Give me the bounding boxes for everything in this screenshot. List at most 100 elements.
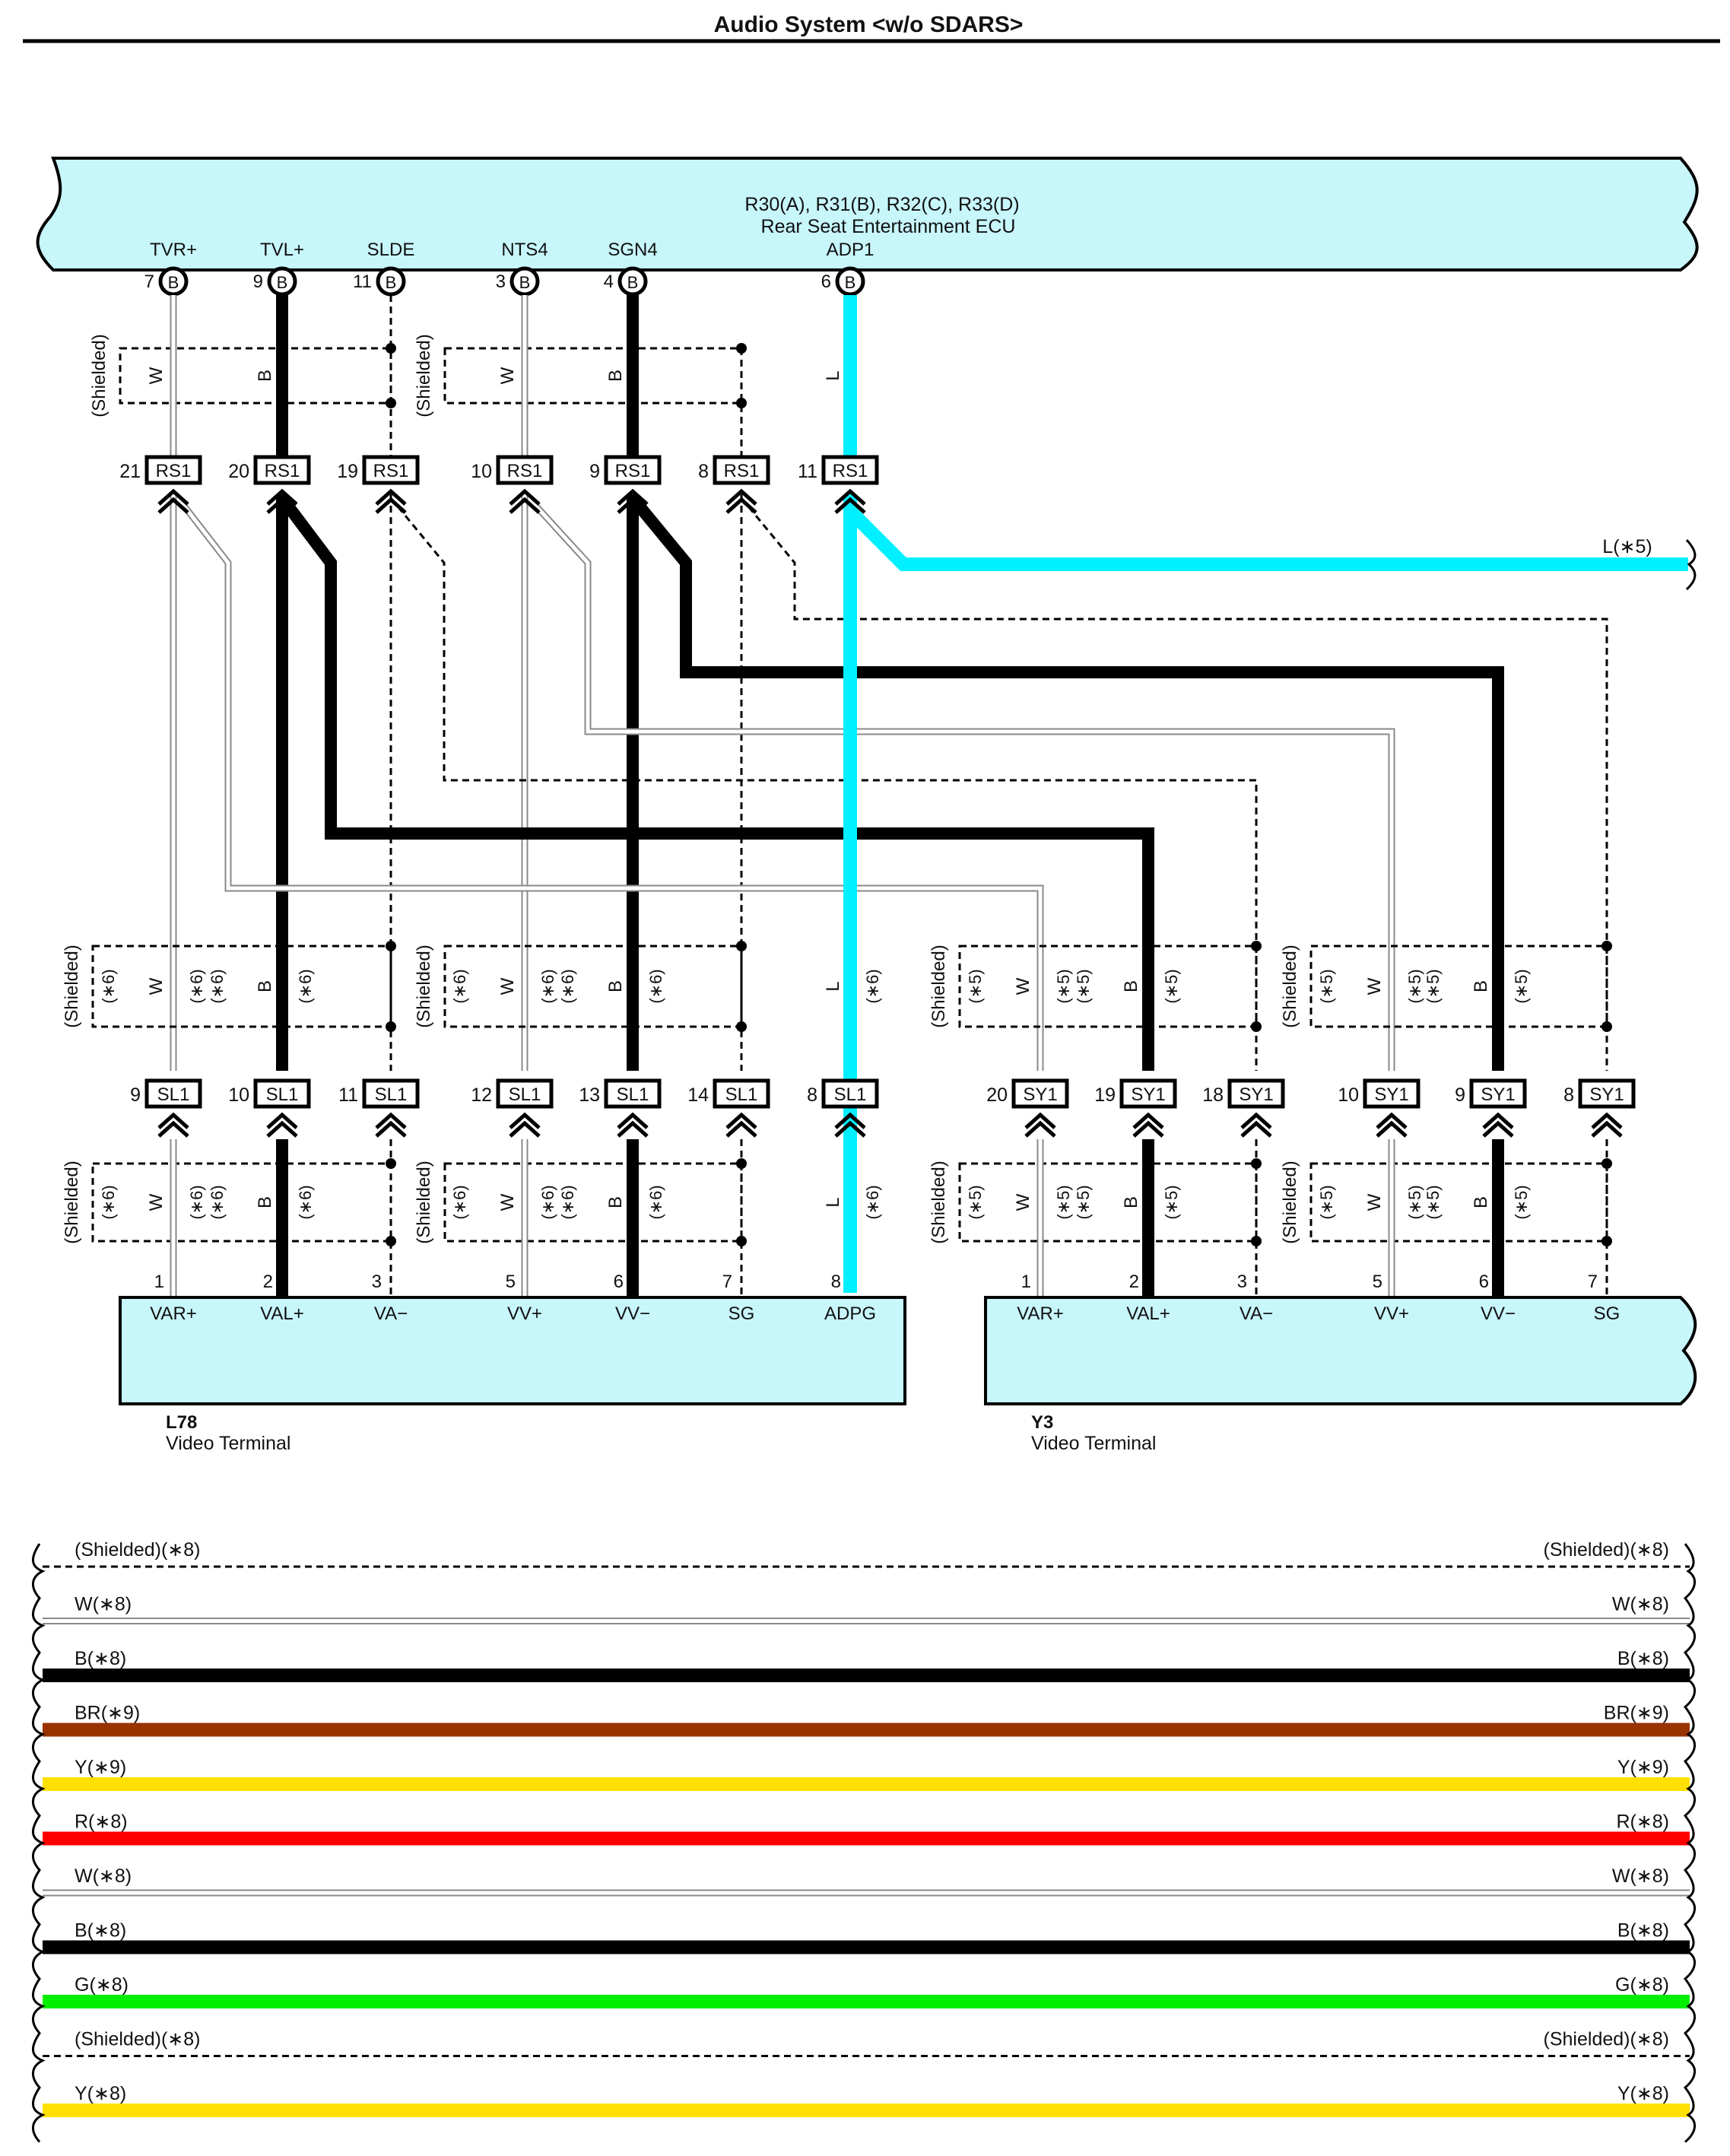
wire-letter: W <box>146 977 167 995</box>
sl1-connector <box>821 1078 879 1109</box>
shield-box-y3-a <box>958 1162 1258 1243</box>
connector-number: 21 <box>119 461 141 482</box>
ecu-name: R30(A), R31(B), R32(C), R33(D) <box>744 194 1019 215</box>
connector-number: 10 <box>1338 1084 1359 1106</box>
connector-number: 9 <box>130 1084 141 1106</box>
legend-label-right: G(∗8) <box>1615 1974 1669 1996</box>
terminal-pin-label: VA− <box>1240 1303 1273 1324</box>
legend-break-right <box>1683 1543 1696 2143</box>
wire-letter: W <box>497 367 518 384</box>
wire-letter: B <box>1121 980 1141 992</box>
legend-label-left: R(∗8) <box>75 1811 128 1833</box>
circuit-tag: (∗6) <box>296 969 315 1003</box>
shield-junction <box>1251 941 1262 951</box>
circuit-tag: (∗6) <box>646 969 665 1003</box>
connector-number: 9 <box>1455 1084 1465 1106</box>
sy1-connector <box>1227 1078 1285 1109</box>
legend-label-right: BR(∗9) <box>1604 1703 1669 1724</box>
rs1-connector <box>604 455 662 485</box>
circuit-tag: (∗6) <box>863 969 882 1003</box>
l78-name: Video Terminal <box>166 1433 290 1454</box>
shield-box-top-2 <box>443 347 743 405</box>
legend-label-right: Y(∗9) <box>1617 1757 1669 1778</box>
legend-break-left <box>32 1543 46 2143</box>
circuit-tag: (∗6) <box>558 1185 577 1219</box>
legend-label-right: (Shielded)(∗8) <box>1544 2029 1669 2050</box>
connector-label: RS1 <box>265 461 300 481</box>
wire-letter: B <box>605 980 626 992</box>
sl1-connector <box>253 1078 311 1109</box>
connector-label: SY1 <box>1131 1084 1165 1105</box>
shield-junction <box>386 941 396 951</box>
connector-chevron <box>509 497 541 514</box>
ecu-pin-label: ADP1 <box>827 240 875 260</box>
connector-chevron <box>375 1112 407 1129</box>
terminal-pin-label: VV+ <box>507 1303 542 1324</box>
circuit-tag: (∗5) <box>1162 969 1181 1003</box>
ecu-pin-connector-code: B <box>386 273 397 292</box>
legend-label-left: Y(∗9) <box>75 1757 126 1778</box>
legend-label-right: B(∗8) <box>1617 1920 1669 1942</box>
sy1-connector <box>1578 1078 1636 1109</box>
connector-label: SL1 <box>375 1084 408 1105</box>
connector-chevron <box>157 1120 189 1138</box>
wire-letter: W <box>497 977 518 995</box>
wire-letter: B <box>255 1196 275 1208</box>
rs1-connector <box>362 455 420 485</box>
connector-number: 10 <box>228 1084 249 1106</box>
ecu-pin-circle <box>509 266 540 297</box>
connector-chevron <box>834 1120 866 1138</box>
wire-letter: B <box>605 370 626 382</box>
connector-chevron <box>1132 1120 1164 1138</box>
shield-junction <box>1251 1236 1262 1246</box>
shield-box-l78-b <box>443 1162 743 1243</box>
shield-box-y3-b <box>1309 1162 1608 1243</box>
terminal-pin-label: ADPG <box>824 1303 876 1324</box>
connector-number: 8 <box>1563 1084 1574 1106</box>
connector-number: 8 <box>698 461 709 482</box>
legend-label-right: (Shielded)(∗8) <box>1544 1539 1669 1561</box>
l5-branch-label: L(∗5) <box>1602 536 1652 557</box>
wire-letter: L <box>823 981 843 991</box>
connector-label: SL1 <box>157 1084 190 1105</box>
terminal-pin-number: 5 <box>1373 1272 1382 1292</box>
circuit-tag: (∗6) <box>863 1185 882 1219</box>
shield-label: (Shielded) <box>1280 945 1300 1027</box>
circuit-tag: (∗6) <box>208 969 227 1003</box>
connector-chevron <box>375 497 407 514</box>
rs1-connector <box>144 455 202 485</box>
shield-junction <box>386 343 396 354</box>
shield-box-y3-a <box>958 945 1258 1028</box>
circuit-tag: (∗5) <box>1317 1185 1336 1219</box>
ecu-pin-connector-code: B <box>627 273 639 292</box>
circuit-tag: (∗5) <box>1162 1185 1181 1219</box>
legend-label-left: BR(∗9) <box>75 1703 140 1724</box>
circuit-tag: (∗6) <box>99 969 118 1003</box>
ecu-pin-connector-code: B <box>519 273 531 292</box>
connector-chevron <box>1024 1112 1056 1129</box>
y3-id: Y3 <box>1031 1412 1053 1433</box>
sl1-connector <box>713 1078 770 1109</box>
connector-chevron <box>375 488 407 506</box>
circuit-tag: (∗5) <box>1512 1185 1531 1219</box>
connector-label: SY1 <box>1481 1084 1515 1105</box>
shield-label: (Shielded) <box>89 334 110 417</box>
connector-chevron <box>1132 1112 1164 1129</box>
connector-number: 19 <box>337 461 358 482</box>
connector-label: SL1 <box>617 1084 649 1105</box>
terminal-pin-label: VAR+ <box>1017 1303 1064 1324</box>
terminal-pin-label: VA− <box>374 1303 408 1324</box>
terminal-pin-number: 6 <box>1479 1272 1489 1292</box>
connector-label: RS1 <box>156 461 192 481</box>
wire-letter: B <box>1471 1196 1491 1208</box>
connector-chevron <box>725 497 757 514</box>
wire-letter: L <box>823 1197 843 1207</box>
legend-label-right: Y(∗8) <box>1617 2083 1669 2104</box>
circuit-tag: (∗6) <box>208 1185 227 1219</box>
connector-number: 11 <box>798 461 817 482</box>
ecu-subtitle: Rear Seat Entertainment ECU <box>761 216 1016 237</box>
wire-vvm-y3 <box>627 494 1504 1071</box>
circuit-tag: (∗6) <box>558 969 577 1003</box>
terminal-pin-label: VAR+ <box>150 1303 197 1324</box>
shield-box-y3-b <box>1309 945 1608 1028</box>
